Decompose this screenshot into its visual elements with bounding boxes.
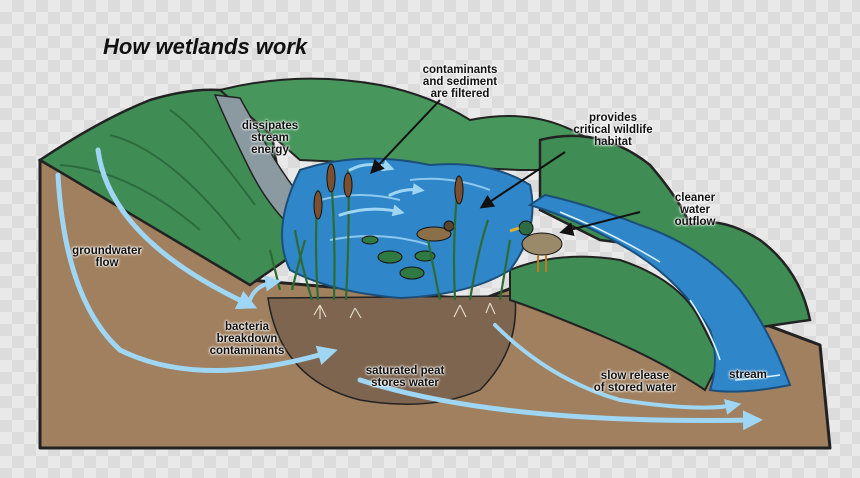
label-stream: stream [729, 369, 767, 381]
lily-pad [377, 250, 403, 264]
cattails [313, 163, 464, 220]
flow-arrows [55, 147, 763, 431]
outflow-stream [527, 193, 792, 393]
lily-pad [399, 266, 425, 280]
label-cleaner: cleaner water outflow [674, 192, 716, 228]
plant-roots [313, 302, 496, 319]
label-groundwater: groundwater flow [72, 245, 142, 269]
label-dissipates: dissipates stream energy [241, 120, 299, 156]
callout-arrows [370, 99, 641, 236]
duck-standing [509, 220, 563, 272]
label-slow-release: slow release of stored water [593, 370, 677, 394]
label-habitat: provides critical wildlife habitat [573, 112, 653, 148]
label-bacteria: bacteria breakdown contaminants [209, 321, 285, 357]
right-hill [538, 134, 812, 332]
label-contaminants: contaminants and sediment are filtered [422, 64, 498, 100]
diagram-title: How wetlands work [103, 34, 308, 59]
label-peat: saturated peat stores water [365, 365, 445, 389]
lily-pad [361, 235, 379, 245]
